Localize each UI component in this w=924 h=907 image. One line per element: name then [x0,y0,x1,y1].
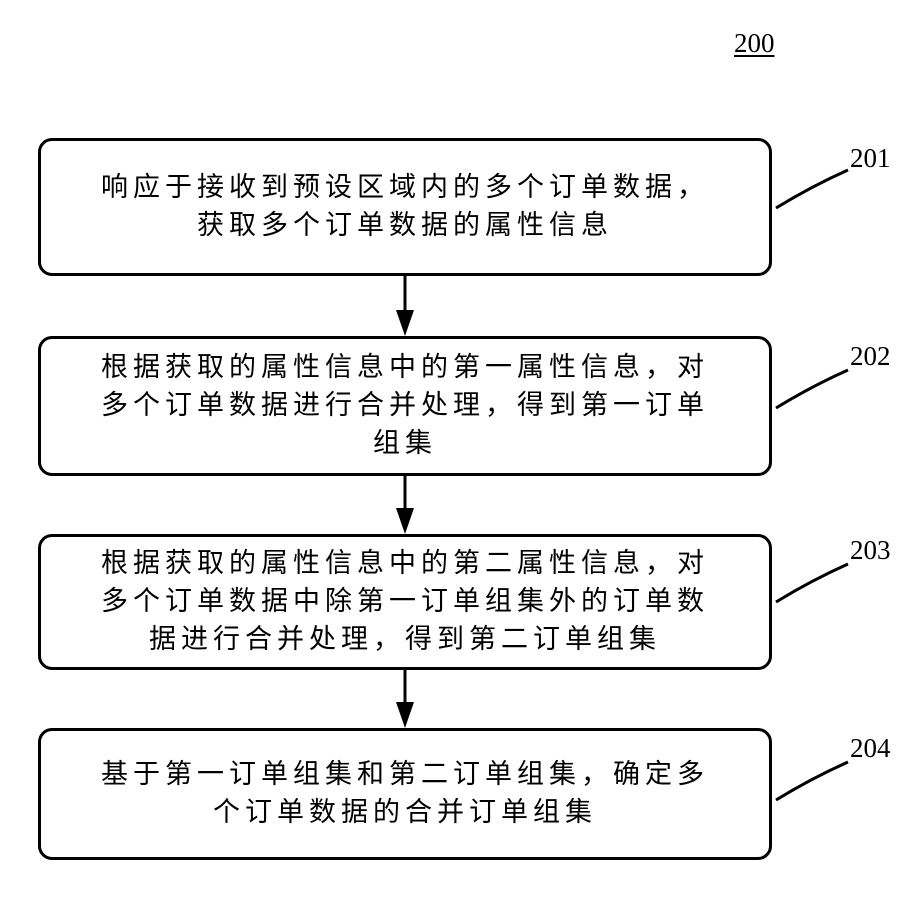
step-number-203: 203 [850,535,891,566]
leader-line-204 [776,762,848,800]
step-box-201: 响应于接收到预设区域内的多个订单数据， 获取多个订单数据的属性信息 [38,138,772,276]
step-text-202: 根据获取的属性信息中的第一属性信息，对 多个订单数据进行合并处理，得到第一订单 … [87,349,723,463]
leader-line-202 [776,370,848,408]
step-box-202: 根据获取的属性信息中的第一属性信息，对 多个订单数据进行合并处理，得到第一订单 … [38,336,772,476]
step-text-203: 根据获取的属性信息中的第二属性信息，对 多个订单数据中除第一订单组集外的订单数 … [87,545,723,659]
flow-arrow-202-203 [396,476,414,534]
step-number-201: 201 [850,143,891,174]
flow-arrow-201-202 [396,276,414,336]
flow-arrow-203-204 [396,670,414,728]
leader-line-201 [776,170,848,208]
step-box-203: 根据获取的属性信息中的第二属性信息，对 多个订单数据中除第一订单组集外的订单数 … [38,534,772,670]
step-text-201: 响应于接收到预设区域内的多个订单数据， 获取多个订单数据的属性信息 [87,169,723,245]
leader-line-203 [776,564,848,602]
step-number-204: 204 [850,733,891,764]
step-number-202: 202 [850,341,891,372]
step-text-204: 基于第一订单组集和第二订单组集，确定多 个订单数据的合并订单组集 [87,756,723,832]
step-box-204: 基于第一订单组集和第二订单组集，确定多 个订单数据的合并订单组集 [38,728,772,860]
